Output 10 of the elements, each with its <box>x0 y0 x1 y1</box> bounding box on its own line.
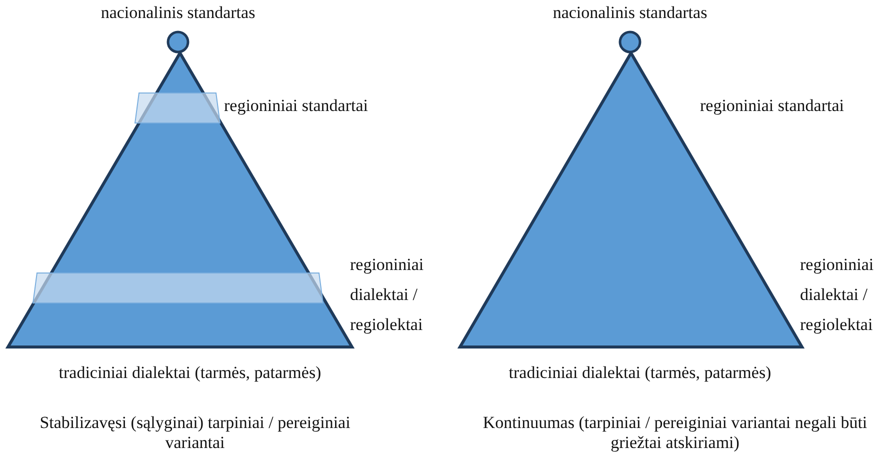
level-label: nacionalinis standartas <box>100 3 256 24</box>
caption: Stabilizavęsi (sąlyginai) tarpiniai / pereiginiai variantai <box>38 413 352 453</box>
level-label: regioniniai standartai <box>700 96 845 116</box>
level-label: tradiciniai dialektai (tarmės, patarmės) <box>58 363 322 384</box>
level-label: regioniniai dialektai / regiolektai <box>800 254 875 336</box>
level-label: regioniniai dialektai / regiolektai <box>350 254 425 336</box>
level-label: tradiciniai dialektai (tarmės, patarmės) <box>508 363 772 384</box>
caption: Kontinuumas (tarpiniai / pereiginiai variantai negali būti griežtai atskiriami) <box>482 413 868 453</box>
level-label: nacionalinis standartas <box>552 3 708 24</box>
level-label: regioniniai standartai <box>224 96 369 116</box>
